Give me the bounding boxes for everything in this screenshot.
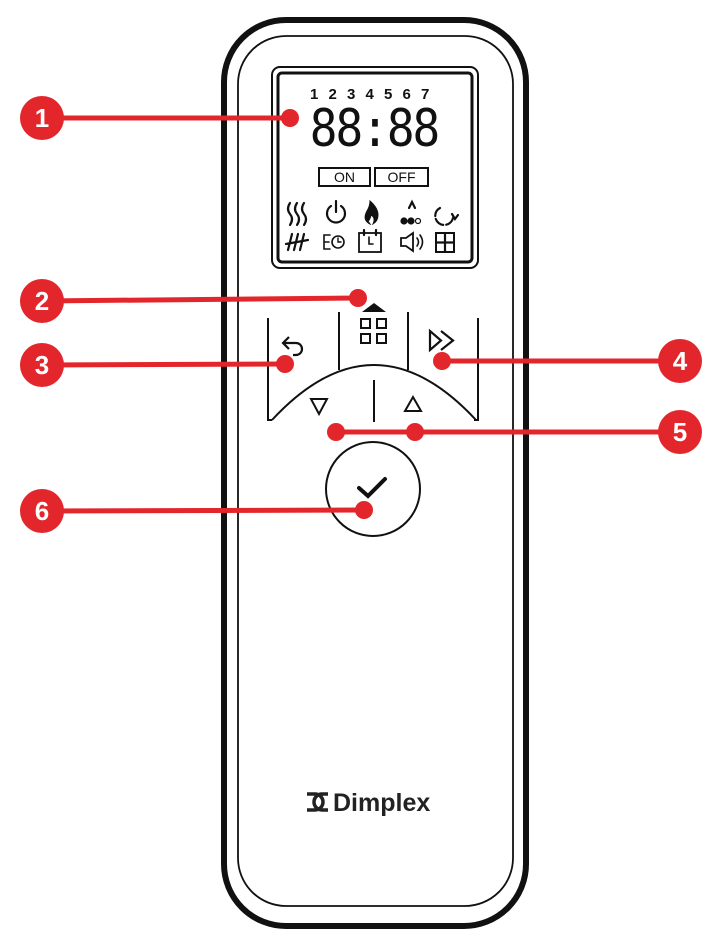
comb-icon <box>284 232 310 252</box>
back-button[interactable] <box>270 318 338 368</box>
callout-5: 5 <box>672 417 688 447</box>
button-panel <box>267 312 479 422</box>
lcd-off-box <box>374 167 429 187</box>
remote-inner-outline <box>237 35 514 907</box>
calendar-clock-icon <box>358 228 382 253</box>
up-button[interactable] <box>378 385 458 420</box>
down-triangle-icon <box>309 398 329 417</box>
lcd-off-label: OFF <box>387 169 416 185</box>
callout-circles <box>20 96 702 533</box>
lcd-days: 1 2 3 4 5 6 7 <box>310 86 433 103</box>
fast-forward-icon <box>428 328 455 353</box>
fast-forward-button[interactable] <box>410 318 476 368</box>
home-icon <box>362 303 386 312</box>
power-icon <box>325 199 347 224</box>
callout-4: 4 <box>672 346 688 376</box>
callout-dots <box>276 109 451 519</box>
home-menu-button[interactable] <box>340 303 407 365</box>
callout-lines <box>41 115 680 514</box>
lcd-on-label: ON <box>334 169 355 185</box>
callout-3: 3 <box>34 350 50 380</box>
lcd-screen <box>271 66 479 269</box>
callout-6: 6 <box>34 496 50 526</box>
left-bracket <box>267 318 272 421</box>
back-arrow-icon <box>281 336 304 357</box>
cycle-icon <box>434 206 460 227</box>
flame-level-icon <box>400 199 422 225</box>
lcd-clock: 88:88 <box>309 97 440 159</box>
menu-grid-icon <box>360 318 387 344</box>
lcd-on-box <box>318 167 371 187</box>
speaker-icon <box>400 231 424 253</box>
eco-timer-icon <box>323 234 345 250</box>
flame-icon <box>364 199 379 226</box>
down-button[interactable] <box>290 385 370 420</box>
heat-icon <box>286 201 308 227</box>
callout-1: 1 <box>34 103 50 133</box>
dimplex-logo-mark <box>307 792 328 812</box>
brand-name: Dimplex <box>333 789 431 817</box>
window-icon <box>434 231 456 254</box>
callout-2: 2 <box>34 286 50 316</box>
checkmark-icon <box>357 477 387 499</box>
confirm-button[interactable] <box>325 441 421 537</box>
up-triangle-icon <box>403 394 423 412</box>
